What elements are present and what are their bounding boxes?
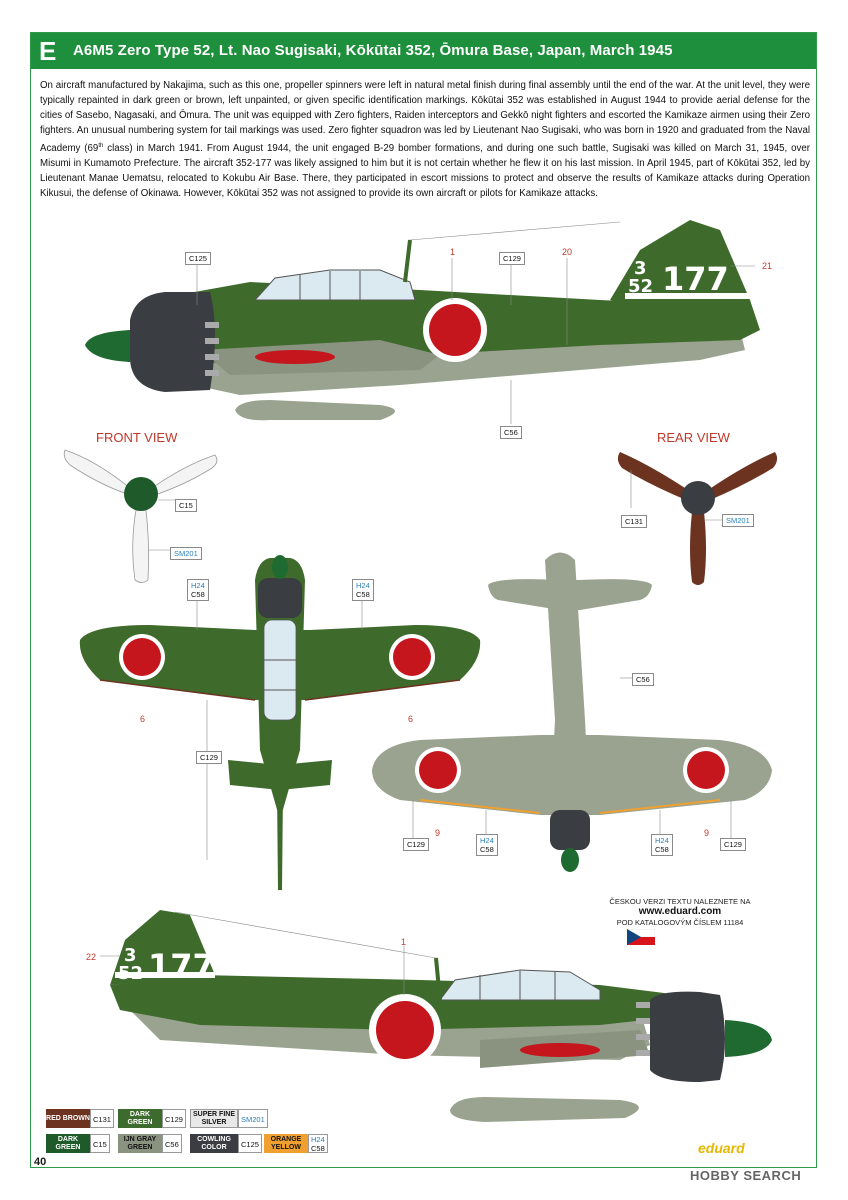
legend-swatch: ORANGE YELLOW bbox=[264, 1134, 308, 1153]
paint-callout: SM201 bbox=[170, 547, 202, 560]
hobby-search-watermark: HOBBY SEARCH bbox=[690, 1168, 802, 1183]
stencil-number: 21 bbox=[762, 261, 773, 271]
czech-note-line1: ČESKOU VERZI TEXTU NALEZNETE NA bbox=[609, 897, 751, 906]
paint-callout-code: C58 bbox=[191, 590, 205, 599]
legend-swatch: COWLING COLOR bbox=[190, 1134, 238, 1153]
czech-note-url[interactable]: www.eduard.com bbox=[638, 906, 722, 917]
stencil-number: 1 bbox=[401, 937, 407, 947]
legend-code: C129 bbox=[162, 1109, 186, 1128]
czech-flag-icon bbox=[627, 929, 655, 945]
paint-callout-code: H24 bbox=[191, 581, 205, 590]
czech-note: ČESKOU VERZI TEXTU NALEZNETE NA www.edua… bbox=[600, 897, 760, 927]
tail-code-number: 177 bbox=[148, 947, 215, 985]
tail-code-top: 3 bbox=[124, 945, 137, 966]
paint-callout-code: H24 bbox=[356, 581, 370, 590]
paint-callout-code: C58 bbox=[356, 590, 370, 599]
paint-callout-pair: H24 C58 bbox=[651, 834, 673, 856]
profile-title: A6M5 Zero Type 52, Lt. Nao Sugisaki, Kōk… bbox=[73, 42, 673, 59]
tail-code-number: 177 bbox=[662, 260, 729, 298]
left-side-profile bbox=[85, 220, 760, 421]
front-view-label: FRONT VIEW bbox=[96, 430, 178, 445]
paint-callout: C129 bbox=[720, 838, 746, 851]
stencil-number: 6 bbox=[140, 714, 146, 724]
legend-code: SM201 bbox=[238, 1109, 268, 1128]
paint-callout-code: H24 bbox=[655, 836, 669, 845]
legend-swatch: DARK GREEN bbox=[118, 1109, 162, 1128]
page-frame bbox=[30, 32, 817, 1168]
legend-code: C15 bbox=[90, 1134, 110, 1153]
paint-callout-pair: H24 C58 bbox=[187, 579, 209, 601]
paint-callout: C15 bbox=[175, 499, 197, 512]
stencil-number: 9 bbox=[704, 828, 710, 838]
legend-code: C56 bbox=[162, 1134, 182, 1153]
paint-callout: SM201 bbox=[722, 514, 754, 527]
legend-swatch: SUPER FINE SILVER bbox=[190, 1109, 238, 1128]
profile-letter: E bbox=[39, 36, 57, 66]
legend-code: C131 bbox=[90, 1109, 114, 1128]
right-side-profile bbox=[110, 910, 772, 1122]
paint-callout: C129 bbox=[499, 252, 525, 265]
paint-callout: C129 bbox=[196, 751, 222, 764]
top-plan-view bbox=[79, 555, 481, 890]
bottom-plan-view bbox=[372, 552, 772, 872]
tail-code-bottom: 52 bbox=[628, 276, 654, 297]
paint-callout: C131 bbox=[621, 515, 647, 528]
rear-view-propeller bbox=[617, 452, 778, 585]
paint-callout: C125 bbox=[185, 252, 211, 265]
profile-header: E A6M5 Zero Type 52, Lt. Nao Sugisaki, K… bbox=[31, 33, 816, 69]
page-number: 40 bbox=[34, 1156, 47, 1168]
stencil-number: 22 bbox=[86, 952, 97, 962]
stencil-number: 6 bbox=[408, 714, 414, 724]
stencil-number: 20 bbox=[562, 247, 573, 257]
legend-swatch: RED BROWN bbox=[46, 1109, 90, 1128]
legend-code: C125 bbox=[238, 1134, 262, 1153]
paint-callout-code: C58 bbox=[655, 845, 669, 854]
profile-description: On aircraft manufactured by Nakajima, su… bbox=[40, 80, 810, 199]
paint-callout-pair: H24 C58 bbox=[476, 834, 498, 856]
tail-code-bottom: 52 bbox=[118, 963, 144, 984]
stencil-number: 1 bbox=[450, 247, 456, 257]
rear-view-label: REAR VIEW bbox=[657, 430, 730, 445]
eduard-logo: eduard bbox=[698, 1140, 745, 1156]
legend-swatch: DARK GREEN bbox=[46, 1134, 90, 1153]
legend-swatch: IJN GRAY GREEN bbox=[118, 1134, 162, 1153]
paint-callout-code: H24 bbox=[480, 836, 494, 845]
tail-code-top: 3 bbox=[634, 258, 647, 279]
paint-callout: C129 bbox=[403, 838, 429, 851]
paint-callout-pair: H24 C58 bbox=[352, 579, 374, 601]
paint-callout-code: C58 bbox=[480, 845, 494, 854]
czech-note-line2: POD KATALOGOVÝM ČÍSLEM 11184 bbox=[616, 918, 744, 927]
front-view-propeller bbox=[63, 449, 218, 583]
paint-callout: C56 bbox=[500, 426, 522, 439]
stencil-number: 9 bbox=[435, 828, 441, 838]
paint-callout: C56 bbox=[632, 673, 654, 686]
